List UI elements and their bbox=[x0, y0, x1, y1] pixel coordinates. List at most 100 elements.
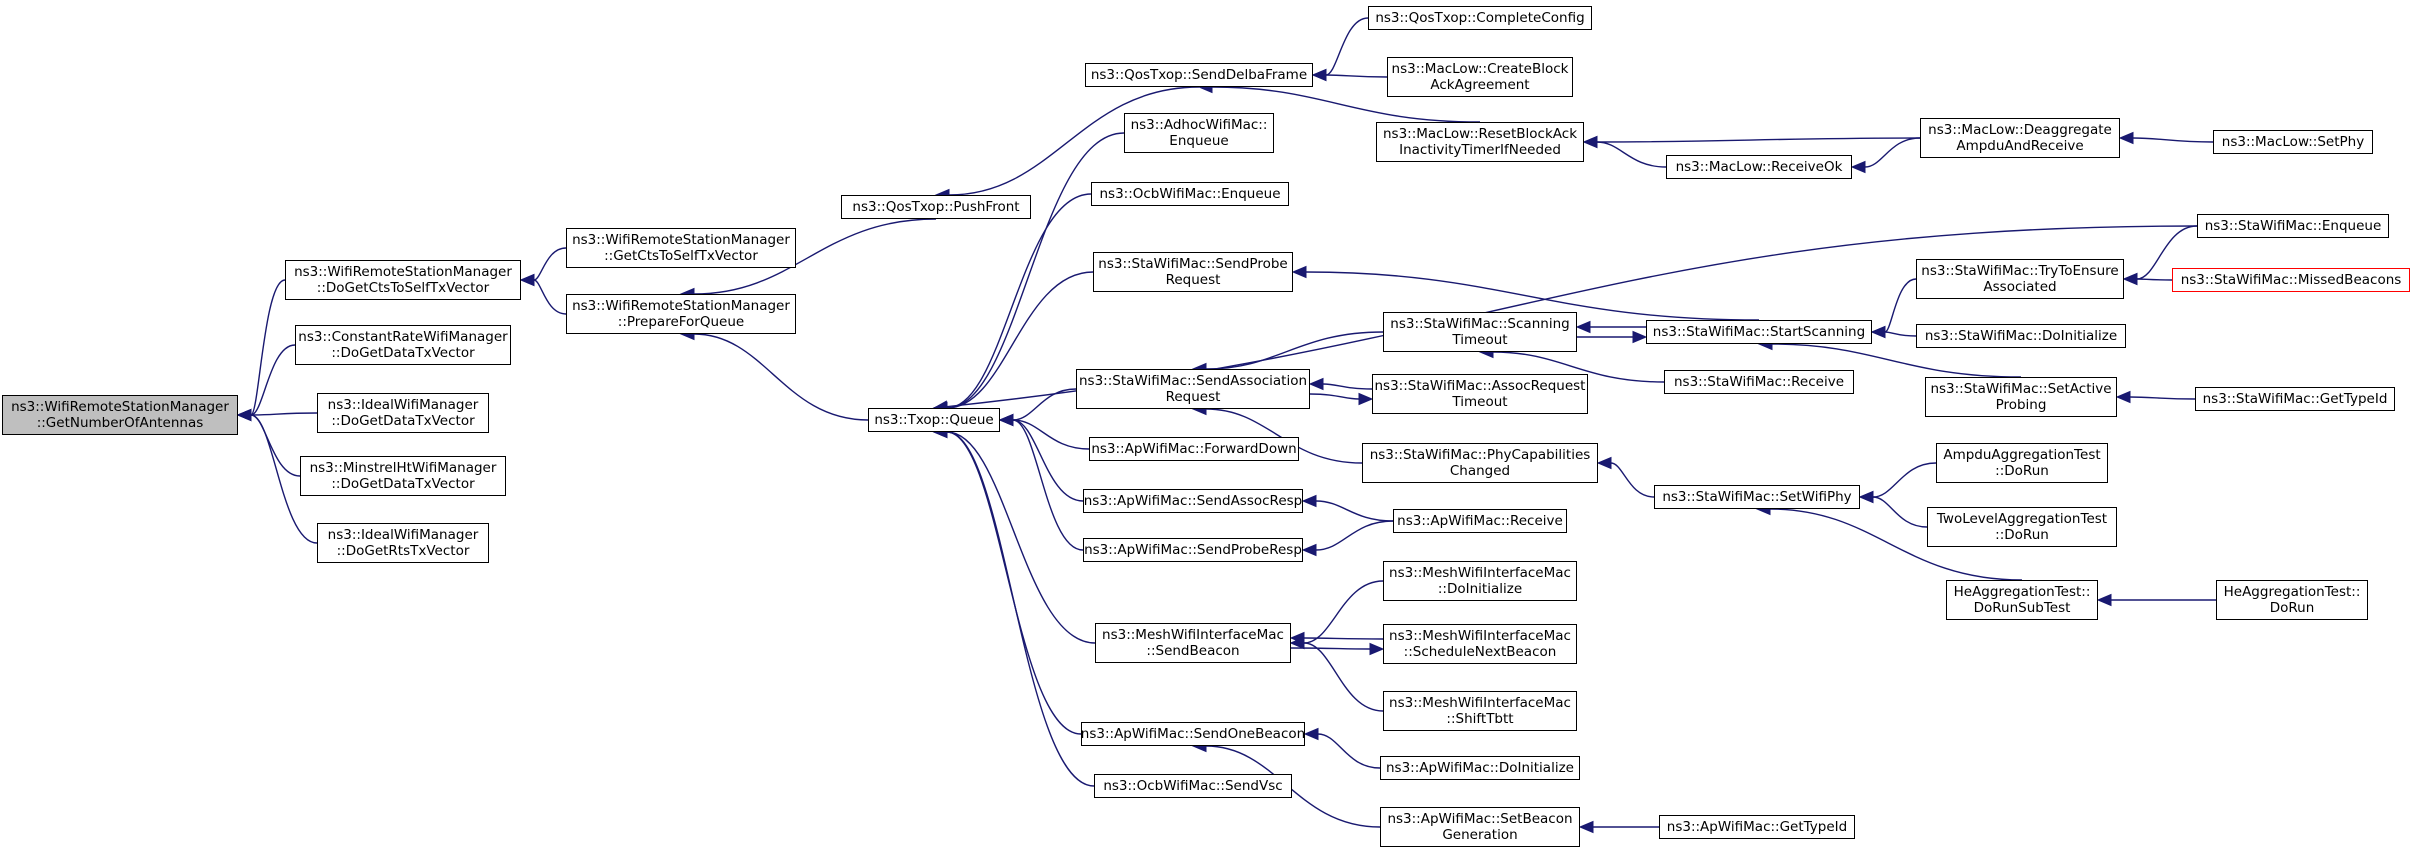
edge-completeConfig-to-sendDelba bbox=[1325, 17, 1369, 76]
edge-ampduTest-to-setWifiPhy bbox=[1872, 462, 1937, 498]
node-label-line: ns3::IdealWifiManager bbox=[327, 397, 479, 413]
node-he-do-run[interactable]: HeAggregationTest::DoRun bbox=[2216, 580, 2368, 620]
node-sta-receive[interactable]: ns3::StaWifiMac::Receive bbox=[1664, 370, 1854, 394]
node-set-phy[interactable]: ns3::MacLow::SetPhy bbox=[2213, 130, 2373, 154]
node-label-line: ns3::MeshWifiInterfaceMac bbox=[1102, 627, 1284, 643]
node-he-run-sub[interactable]: HeAggregationTest::DoRunSubTest bbox=[1946, 580, 2098, 620]
node-sta-enqueue[interactable]: ns3::StaWifiMac::Enqueue bbox=[2197, 214, 2389, 238]
node-label-line: TwoLevelAggregationTest bbox=[1936, 511, 2108, 527]
node-complete-config[interactable]: ns3::QosTxop::CompleteConfig bbox=[1368, 6, 1592, 30]
node-label-line: HeAggregationTest:: bbox=[2223, 584, 2361, 600]
node-label-line: ns3::StaWifiMac::Receive bbox=[1673, 374, 1844, 390]
node-mesh-schedule[interactable]: ns3::MeshWifiInterfaceMac::ScheduleNextB… bbox=[1383, 624, 1577, 664]
edge-meshDoInit-to-meshBeacon bbox=[1303, 580, 1384, 644]
edge-doGetCtsToSelf-to-root bbox=[250, 279, 286, 416]
node-label-line: ::ScheduleNextBeacon bbox=[1403, 644, 1557, 660]
edge-deaggregate-to-receiveOk bbox=[1864, 137, 1921, 168]
node-ideal-data[interactable]: ns3::IdealWifiManager::DoGetDataTxVector bbox=[317, 393, 489, 433]
node-label-line: ns3::MacLow::CreateBlock bbox=[1391, 61, 1569, 77]
node-ap-get-type-id[interactable]: ns3::ApWifiMac::GetTypeId bbox=[1659, 815, 1855, 839]
node-label-line: ns3::WifiRemoteStationManager bbox=[294, 264, 512, 280]
node-label-line: ns3::MacLow::ResetBlockAck bbox=[1382, 126, 1578, 142]
node-start-scanning[interactable]: ns3::StaWifiMac::StartScanning bbox=[1646, 320, 1872, 344]
node-minstrel[interactable]: ns3::MinstrelHtWifiManager::DoGetDataTxV… bbox=[300, 456, 506, 496]
arrowhead bbox=[1870, 325, 1886, 339]
arrowhead bbox=[2122, 272, 2138, 286]
node-const-rate[interactable]: ns3::ConstantRateWifiManager::DoGetDataT… bbox=[295, 325, 511, 365]
node-label-line: ns3::Txop::Queue bbox=[874, 412, 994, 428]
arrowhead bbox=[1632, 330, 1648, 344]
node-ap-receive[interactable]: ns3::ApWifiMac::Receive bbox=[1393, 509, 1567, 533]
node-do-get-cts-to-self[interactable]: ns3::WifiRemoteStationManager::DoGetCtsT… bbox=[285, 260, 521, 300]
node-ap-assoc-resp[interactable]: ns3::ApWifiMac::SendAssocResp bbox=[1083, 489, 1303, 513]
node-ampdu-test[interactable]: AmpduAggregationTest::DoRun bbox=[1936, 443, 2108, 483]
node-ap-do-init[interactable]: ns3::ApWifiMac::DoInitialize bbox=[1380, 756, 1580, 780]
arrowhead bbox=[1289, 636, 1305, 650]
edge-meshBeacon-to-meshSchedule bbox=[1290, 647, 1371, 650]
node-mesh-shift[interactable]: ns3::MeshWifiInterfaceMac::ShiftTbtt bbox=[1383, 691, 1577, 731]
node-set-wifi-phy[interactable]: ns3::StaWifiMac::SetWifiPhy bbox=[1654, 485, 1860, 509]
node-mesh-do-init[interactable]: ns3::MeshWifiInterfaceMac::DoInitialize bbox=[1383, 561, 1577, 601]
node-label-line: Generation bbox=[1442, 827, 1518, 843]
edge-apAssocResp-to-txopQueue bbox=[1012, 419, 1084, 502]
node-txop-queue[interactable]: ns3::Txop::Queue bbox=[868, 408, 1000, 432]
node-label-line: ns3::AdhocWifiMac:: bbox=[1130, 117, 1268, 133]
node-receive-ok[interactable]: ns3::MacLow::ReceiveOk bbox=[1666, 155, 1852, 179]
edge-apDoInit-to-apOneBeacon bbox=[1317, 733, 1381, 769]
node-sta-do-init[interactable]: ns3::StaWifiMac::DoInitialize bbox=[1916, 324, 2126, 348]
node-ap-probe-resp[interactable]: ns3::ApWifiMac::SendProbeResp bbox=[1083, 538, 1303, 562]
node-push-front[interactable]: ns3::QosTxop::PushFront bbox=[841, 195, 1031, 219]
node-ideal-rts[interactable]: ns3::IdealWifiManager::DoGetRtsTxVector bbox=[317, 523, 489, 563]
node-label-line: ns3::QosTxop::CompleteConfig bbox=[1375, 10, 1585, 26]
node-sta-get-type-id[interactable]: ns3::StaWifiMac::GetTypeId bbox=[2195, 387, 2395, 411]
node-missed-beacons[interactable]: ns3::StaWifiMac::MissedBeacons bbox=[2172, 268, 2410, 292]
node-label-line: ns3::StaWifiMac::SetWifiPhy bbox=[1662, 489, 1852, 505]
edge-meshBeacon-to-txopQueue bbox=[946, 431, 1096, 644]
node-mesh-beacon[interactable]: ns3::MeshWifiInterfaceMac::SendBeacon bbox=[1095, 623, 1291, 663]
node-label-line: ns3::StaWifiMac::Enqueue bbox=[2204, 218, 2382, 234]
node-label-line: InactivityTimerIfNeeded bbox=[1399, 142, 1561, 158]
node-send-delba[interactable]: ns3::QosTxop::SendDelbaFrame bbox=[1085, 63, 1313, 87]
node-ap-one-beacon[interactable]: ns3::ApWifiMac::SendOneBeacon bbox=[1081, 722, 1305, 746]
node-label-line: DoRunSubTest bbox=[1973, 600, 2071, 616]
node-label-line: ::GetCtsToSelfTxVector bbox=[604, 248, 758, 264]
edge-scanTimeout-to-staAssoc bbox=[1205, 331, 1384, 370]
node-ocb-enq[interactable]: ns3::OcbWifiMac::Enqueue bbox=[1091, 182, 1289, 206]
node-label-line: ::DoGetDataTxVector bbox=[331, 476, 475, 492]
arrowhead bbox=[1582, 135, 1598, 149]
arrowhead bbox=[1358, 392, 1374, 406]
node-label-line: ns3::StaWifiMac::StartScanning bbox=[1652, 324, 1866, 340]
edge-ocbEnq-to-txopQueue bbox=[946, 193, 1092, 409]
edge-getCtsToSelf-to-doGetCtsToSelf bbox=[533, 247, 567, 281]
node-label-line: ::DoRun bbox=[1995, 527, 2049, 543]
edge-staEnqueue-to-tryEnsure bbox=[2136, 225, 2198, 280]
node-two-level-test[interactable]: TwoLevelAggregationTest::DoRun bbox=[1927, 507, 2117, 547]
node-ap-fwd[interactable]: ns3::ApWifiMac::ForwardDown bbox=[1089, 437, 1299, 461]
node-prepare-for-queue[interactable]: ns3::WifiRemoteStationManager::PrepareFo… bbox=[566, 294, 796, 334]
node-label-line: HeAggregationTest:: bbox=[1953, 584, 2091, 600]
node-adhoc-enq[interactable]: ns3::AdhocWifiMac::Enqueue bbox=[1124, 113, 1274, 153]
node-label-line: ns3::ApWifiMac::Receive bbox=[1397, 513, 1563, 529]
node-label-line: ns3::ApWifiMac::GetTypeId bbox=[1666, 819, 1848, 835]
node-ocb-vsc[interactable]: ns3::OcbWifiMac::SendVsc bbox=[1094, 774, 1292, 798]
node-label-line: ns3::ApWifiMac::SendAssocResp bbox=[1083, 493, 1303, 509]
node-label-line: ::GetNumberOfAntennas bbox=[36, 415, 204, 431]
edge-apProbeResp-to-txopQueue bbox=[1012, 419, 1084, 551]
edge-assocTimeout-to-staAssoc bbox=[1322, 383, 1373, 390]
node-get-cts-to-self[interactable]: ns3::WifiRemoteStationManager::GetCtsToS… bbox=[566, 228, 796, 268]
edge-setActiveProbing-to-startScanning bbox=[1771, 343, 2022, 378]
node-label-line: ns3::StaWifiMac::MissedBeacons bbox=[2180, 272, 2402, 288]
edge-deaggregate-to-resetBlockAck bbox=[1596, 137, 1921, 143]
node-label-line: ns3::ApWifiMac::DoInitialize bbox=[1386, 760, 1574, 776]
